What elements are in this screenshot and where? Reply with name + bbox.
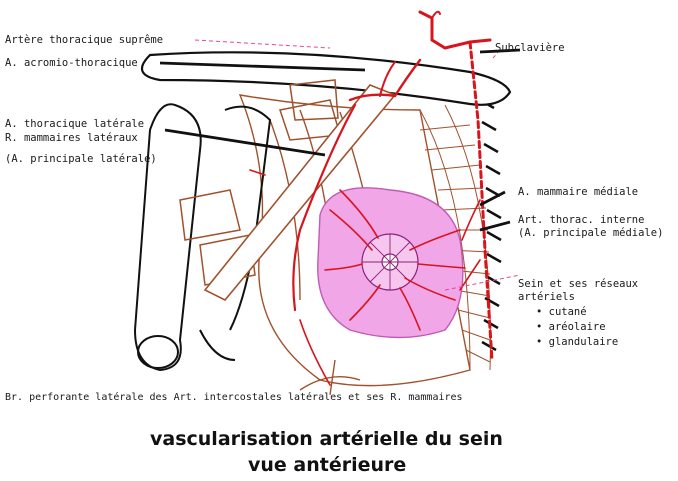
- caption-title: vascularisation artérielle du sein: [150, 428, 503, 450]
- label-principale-laterale: (A. principale latérale): [5, 153, 157, 165]
- caption-subtitle: vue antérieure: [248, 454, 406, 476]
- label-sein-reseaux: Sein et ses réseaux: [518, 278, 638, 290]
- label-mammaire-mediale: A. mammaire médiale: [518, 186, 638, 198]
- label-thoracique-supreme: Artère thoracique suprême: [5, 34, 163, 46]
- label-areolaire: • aréolaire: [536, 321, 606, 333]
- label-subclaviere: Subclavière: [495, 42, 565, 54]
- areola: [362, 234, 418, 290]
- label-thorac-interne: Art. thorac. interne: [518, 214, 644, 226]
- label-mammaires-lateraux: R. mammaires latéraux: [5, 132, 138, 144]
- label-acromio-thoracique: A. acromio-thoracique: [5, 57, 138, 69]
- label-perforante: Br. perforante latérale des Art. interco…: [5, 392, 463, 404]
- label-arteriels: artériels: [518, 291, 575, 303]
- clavicle: [142, 52, 510, 105]
- label-cutane: • cutané: [536, 306, 587, 318]
- label-principale-mediale: (A. principale médiale): [518, 227, 663, 239]
- label-glandulaire: • glandulaire: [536, 336, 618, 348]
- label-thoracique-laterale: A. thoracique latérale: [5, 118, 144, 130]
